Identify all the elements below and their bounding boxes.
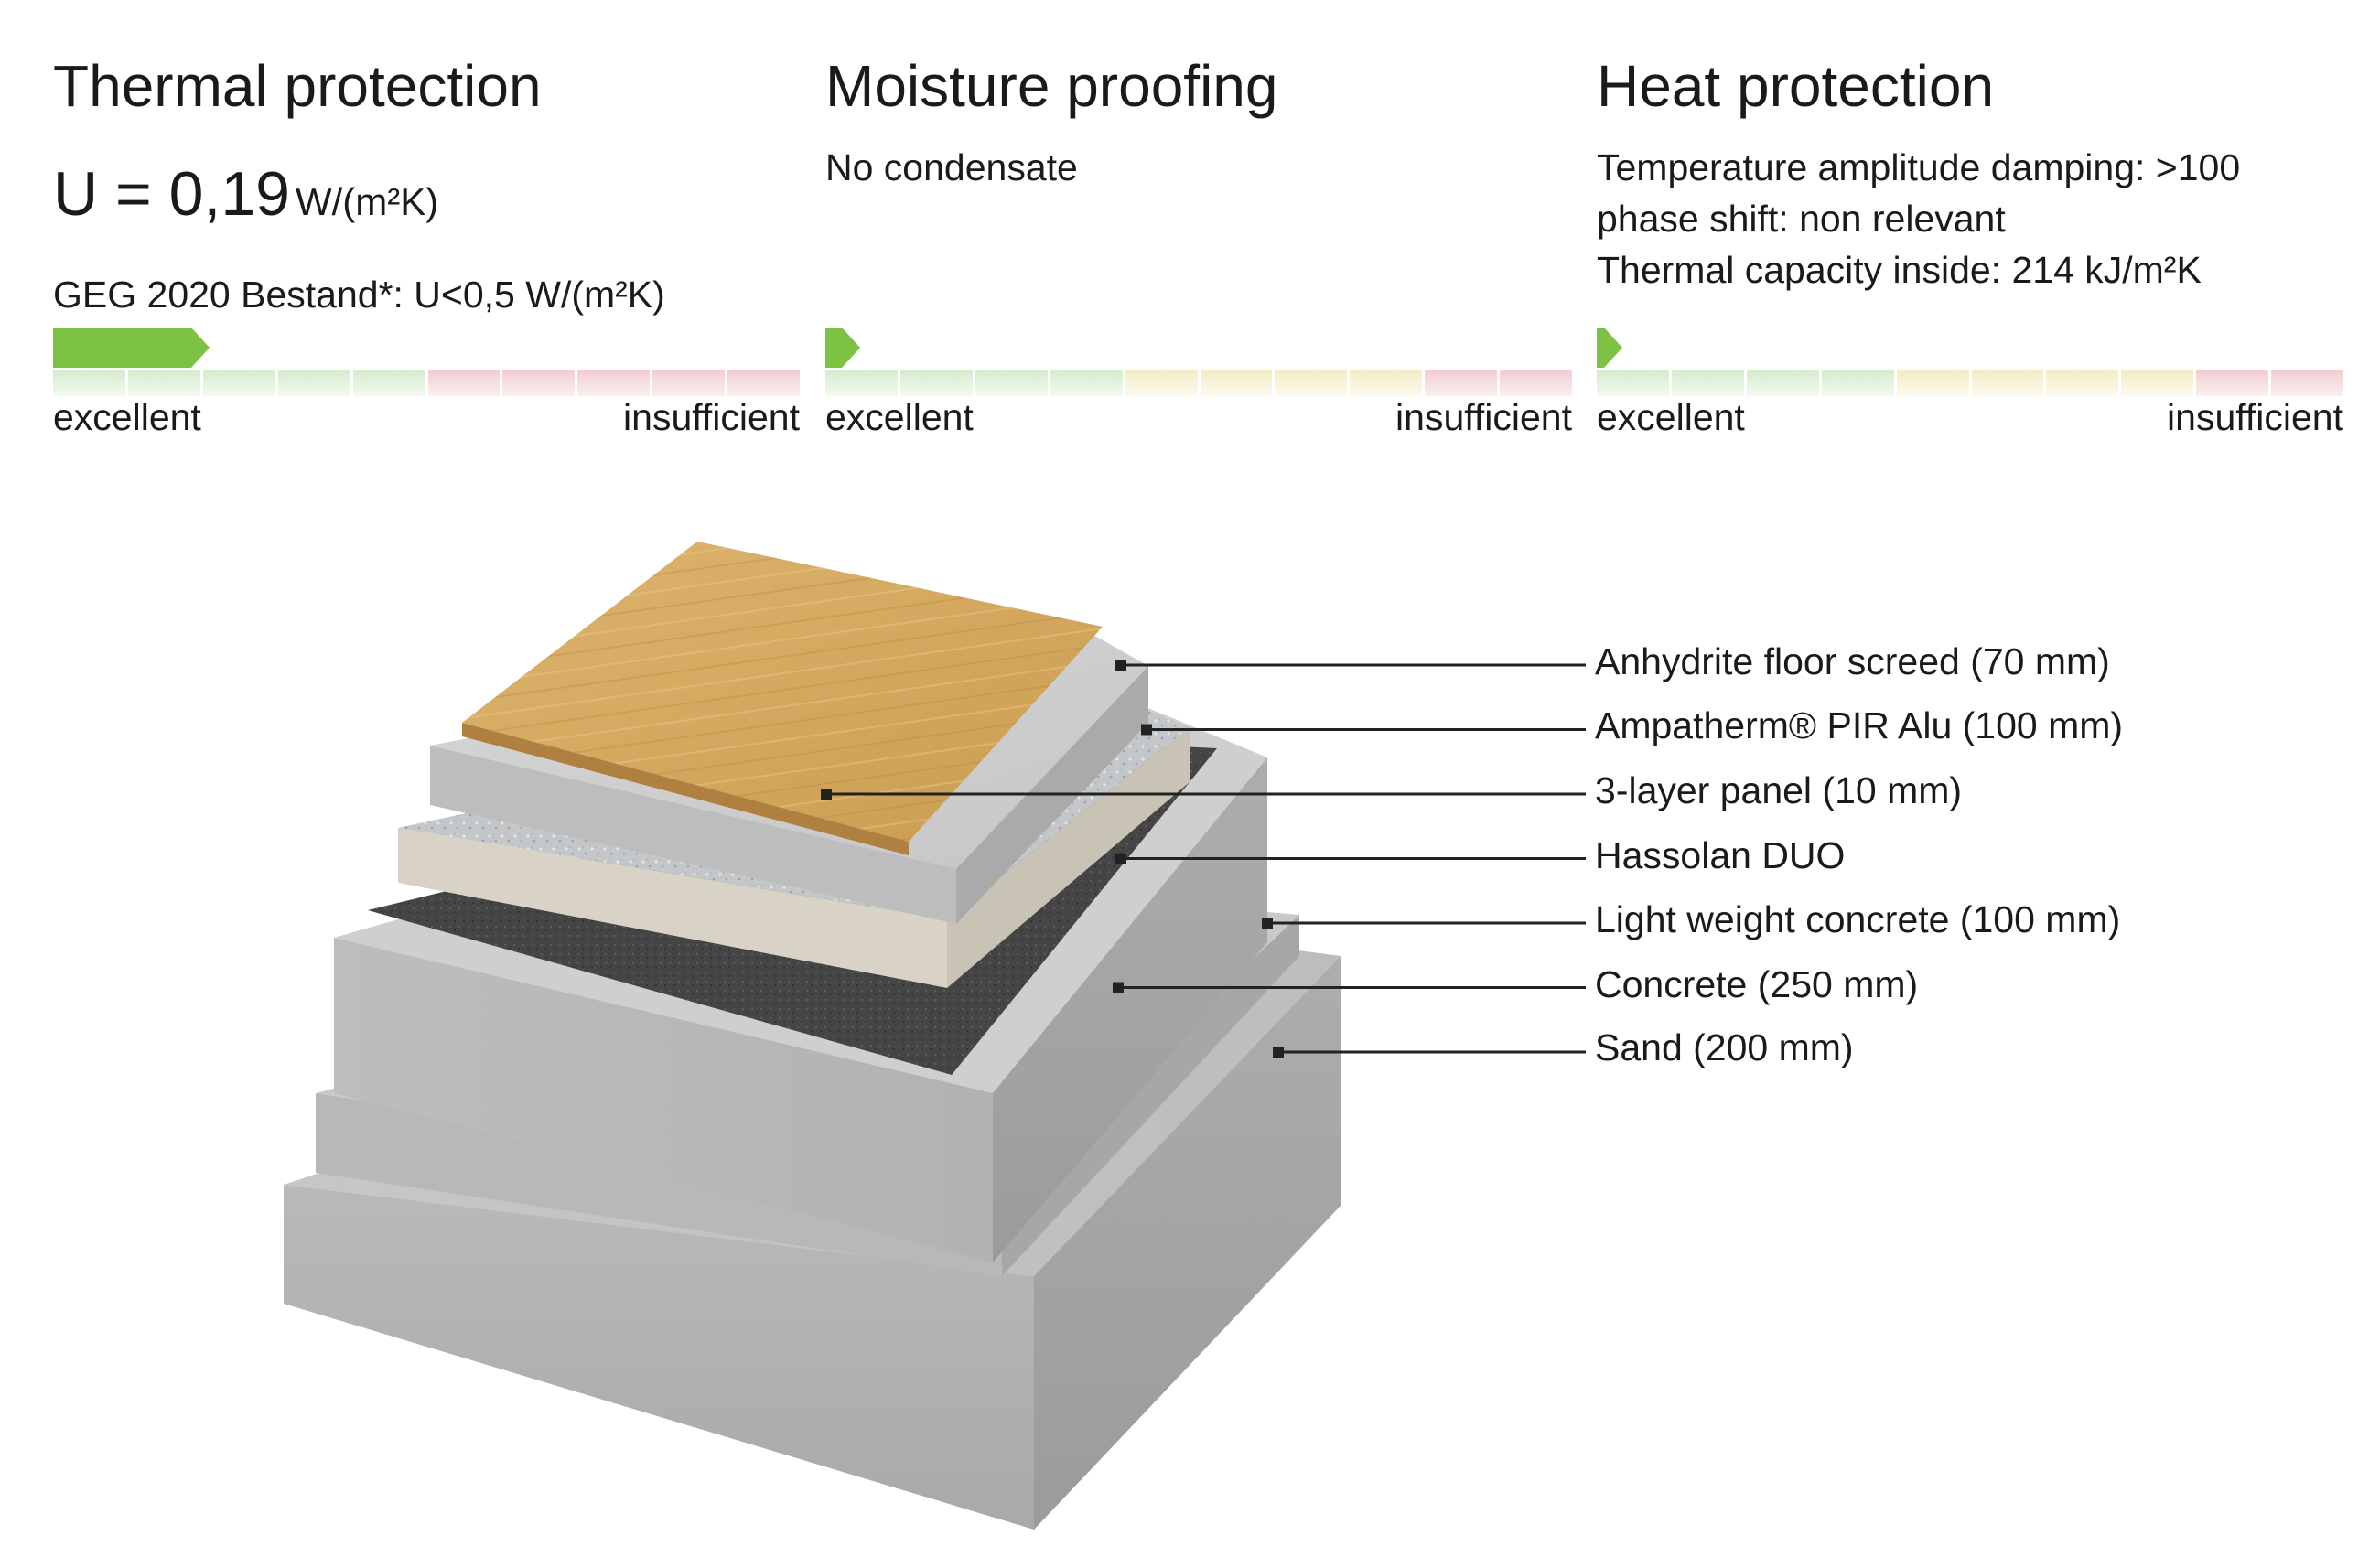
scale-segment [1896, 370, 1969, 396]
scale-segment [1500, 370, 1573, 396]
lightweight-concrete-side [1002, 915, 1299, 1276]
scale-segment [1125, 370, 1198, 396]
lightweight-concrete-front [316, 1093, 1002, 1276]
leader-dot-concrete [1113, 982, 1124, 993]
scale-segment [1200, 370, 1273, 396]
u-value-unit: W/(m²K) [295, 180, 439, 223]
layer-label-concrete: Concrete (250 mm) [1595, 963, 1919, 1005]
layer-label-floor-screed: Anhydrite floor screed (70 mm) [1595, 640, 2110, 682]
moisture-proofing-panel: Moisture proofing No condensate excellen… [825, 0, 1576, 457]
wood-panel-grain [462, 542, 1103, 842]
condensate-result: No condensate [825, 146, 1078, 188]
scale-segment [1597, 370, 1669, 396]
layer-label-three-layer-panel: 3-layer panel (10 mm) [1595, 769, 1963, 811]
leader-lines [821, 660, 1586, 1058]
scale-segment [502, 370, 576, 396]
layer-label-pir-alu: Ampatherm® PIR Alu (100 mm) [1595, 704, 2124, 746]
leader-dot-floor-screed [1115, 660, 1126, 671]
layer-label-sand: Sand (200 mm) [1595, 1026, 1854, 1068]
layer-label-hassolan-duo: Hassolan DUO [1595, 834, 1846, 876]
requirement-text: GEG 2020 Bestand*: U<0,5 W/(m²K) [53, 274, 665, 316]
sand-front [284, 1185, 1034, 1530]
scale-label-insufficient: insufficient [2167, 396, 2343, 438]
wood-panel-edge [462, 723, 909, 855]
scale-label-insufficient: insufficient [623, 396, 800, 438]
moisture-rating-marker [825, 328, 860, 368]
scale-segment [1746, 370, 1819, 396]
scale-segment [53, 370, 125, 396]
scale-segment [202, 370, 275, 396]
scale-segment [975, 370, 1048, 396]
scale-label-excellent: excellent [1597, 396, 1745, 438]
phase-shift-text: phase shift: non relevant [1597, 198, 2006, 240]
thermal-rating-marker [53, 328, 210, 368]
scale-segment [1350, 370, 1423, 396]
scale-segment [1971, 370, 2044, 396]
scale-segment [427, 370, 501, 396]
scale-segment [1821, 370, 1894, 396]
scale-label-excellent: excellent [53, 396, 201, 438]
concrete-front [334, 938, 993, 1262]
scale-segment [2271, 370, 2344, 396]
thermal-rating-scale [53, 370, 801, 396]
scale-segment [277, 370, 350, 396]
leader-dot-hassolan-duo [1115, 853, 1126, 864]
heat-rating-marker [1597, 328, 1622, 368]
scale-segment [727, 370, 801, 396]
scale-label-excellent: excellent [825, 396, 974, 438]
moisture-rating-scale [825, 370, 1573, 396]
leader-dot-sand [1273, 1047, 1284, 1058]
amplitude-damping-text: Temperature amplitude damping: >100 [1597, 146, 2241, 188]
scale-segment [1425, 370, 1498, 396]
layer-label-lightweight-concrete: Light weight concrete (100 mm) [1595, 898, 2121, 940]
thermal-protection-title: Thermal protection [53, 53, 542, 119]
scale-segment [1671, 370, 1744, 396]
moisture-rating-arrow [825, 328, 860, 368]
scale-segment [1050, 370, 1123, 396]
scale-label-insufficient: insufficient [1395, 396, 1572, 438]
leader-dot-lightweight-concrete [1262, 918, 1273, 929]
pir-alu-front [398, 828, 947, 988]
heat-rating-scale [1597, 370, 2344, 396]
leader-dot-pir-alu [1141, 724, 1152, 736]
scale-segment [1275, 370, 1348, 396]
heat-protection-panel: Heat protection Temperature amplitude da… [1597, 0, 2347, 457]
concrete-side [993, 757, 1267, 1262]
heat-protection-title: Heat protection [1597, 53, 1995, 119]
moisture-proofing-title: Moisture proofing [825, 53, 1278, 119]
heat-rating-arrow [1597, 328, 1622, 368]
thermal-capacity-text: Thermal capacity inside: 214 kJ/m²K [1597, 249, 2202, 291]
scale-segment [352, 370, 425, 396]
scale-segment [2046, 370, 2119, 396]
scale-segment [2121, 370, 2194, 396]
scale-segment [825, 370, 898, 396]
scale-segment [899, 370, 973, 396]
floor-screed-front [430, 746, 956, 924]
leader-dot-three-layer-panel [821, 789, 832, 800]
sand-side [1034, 956, 1341, 1530]
scale-segment [577, 370, 651, 396]
thermal-rating-arrow [53, 328, 210, 368]
three-layer-panel [462, 542, 1103, 855]
u-value-number: U = 0,19 [53, 159, 290, 229]
pir-alu-side [947, 727, 1190, 988]
scale-segment [127, 370, 200, 396]
scale-segment [2196, 370, 2269, 396]
scale-segment [652, 370, 726, 396]
